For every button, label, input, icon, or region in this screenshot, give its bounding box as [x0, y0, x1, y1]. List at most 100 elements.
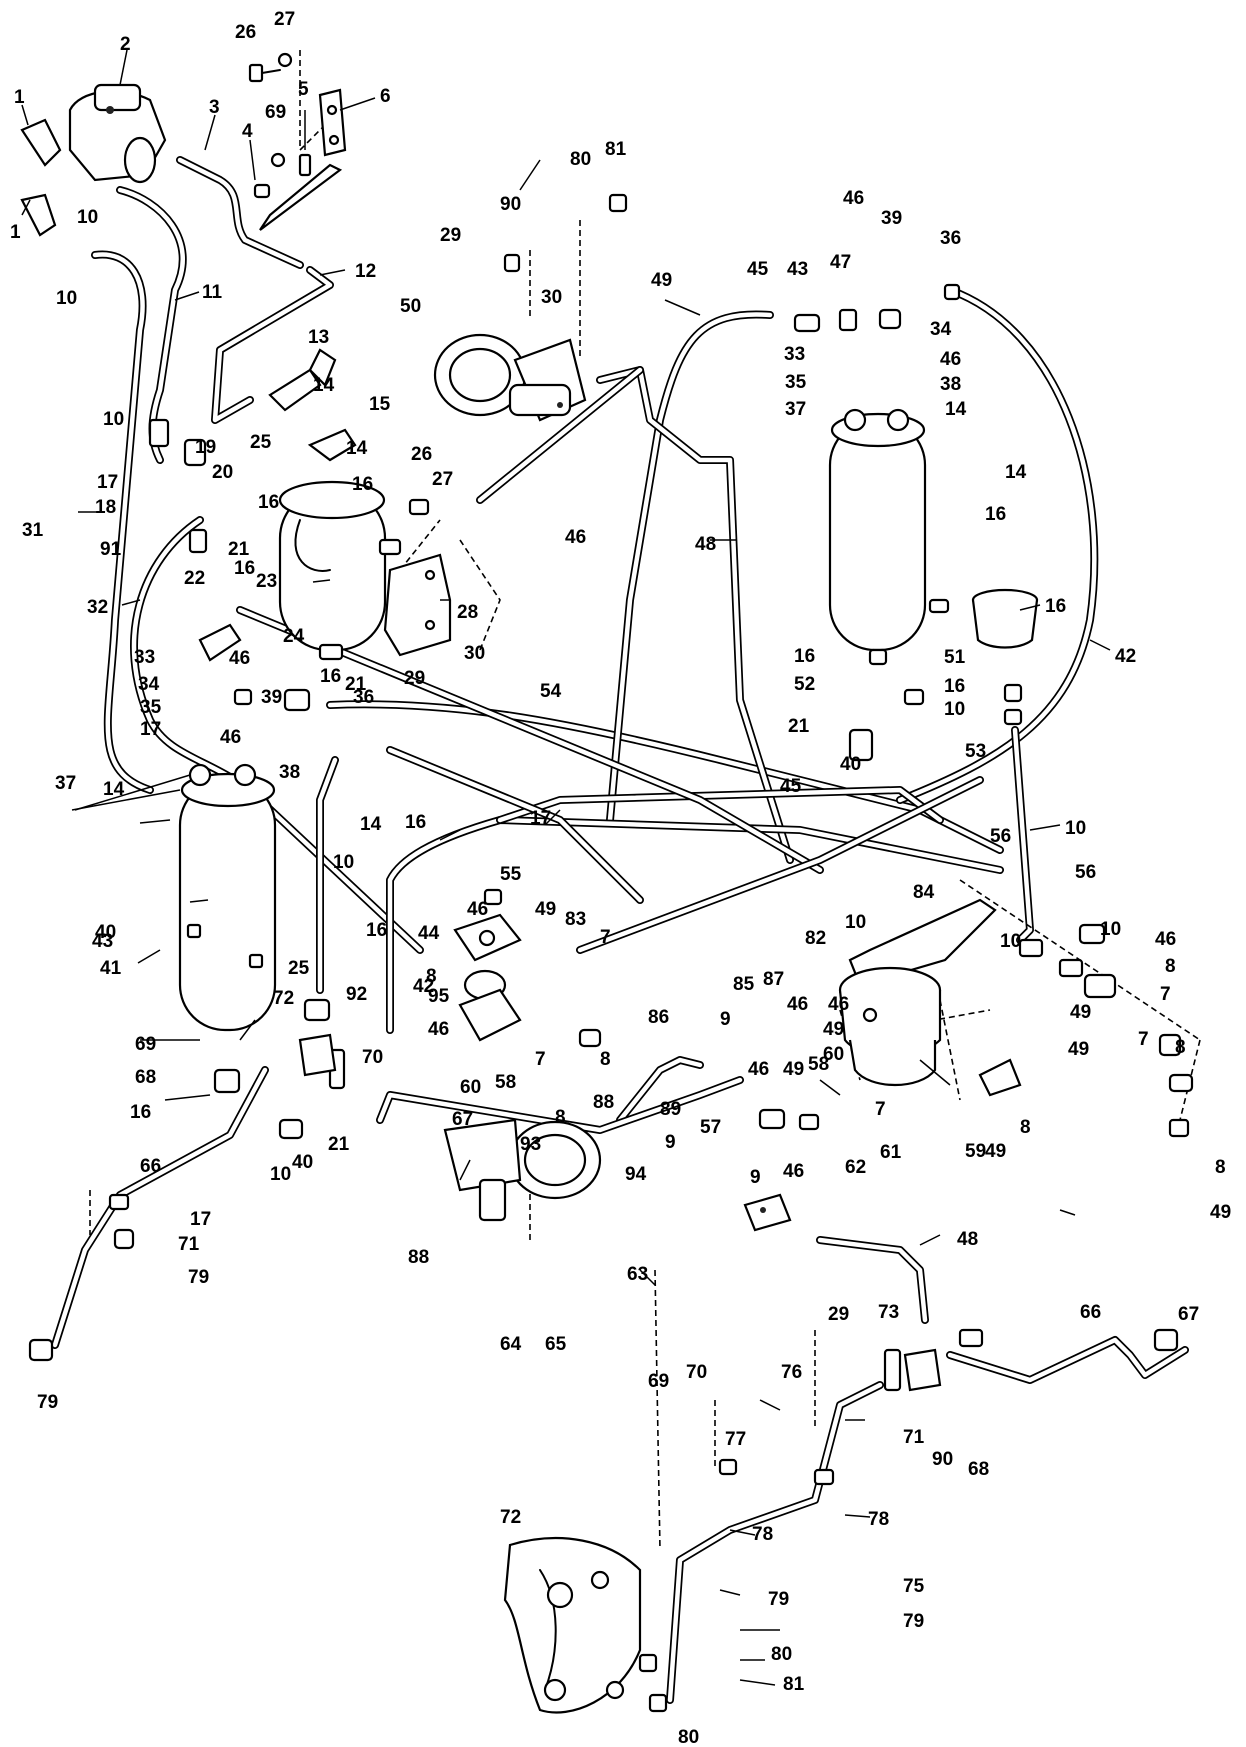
callout: 10	[944, 699, 965, 720]
callout: 10	[103, 409, 124, 430]
air-tank-24	[278, 480, 402, 661]
elbow-15	[307, 428, 357, 462]
callout: 20	[212, 462, 233, 483]
callout: 14	[360, 814, 382, 835]
leader-lines	[21, 49, 1111, 1686]
callout: 46	[783, 1161, 804, 1182]
callout: 80	[771, 1644, 792, 1665]
brake-valve-59	[838, 898, 997, 1087]
callout: 43	[787, 259, 808, 280]
callout: 10	[845, 912, 866, 933]
callout: 92	[346, 984, 367, 1005]
callout: 6	[380, 86, 391, 107]
callout: 14	[346, 438, 368, 459]
callout: 79	[37, 1392, 58, 1413]
callout: 58	[495, 1072, 516, 1093]
callout: 9	[750, 1167, 761, 1188]
callout: 16	[320, 666, 341, 687]
callout: 69	[265, 102, 286, 123]
callout: 30	[541, 287, 562, 308]
callout: 67	[1178, 1304, 1199, 1325]
callout: 49	[1068, 1039, 1089, 1060]
tee-67	[883, 1348, 942, 1392]
callout: 80	[678, 1727, 699, 1747]
brake-chamber-48-top	[433, 333, 587, 422]
callout: 58	[808, 1054, 829, 1075]
callout: 17	[190, 1209, 211, 1230]
bolt-26	[248, 52, 293, 83]
callout: 70	[686, 1362, 707, 1383]
callout: 10	[56, 288, 77, 309]
callout: 7	[535, 1049, 546, 1070]
callout: 15	[369, 394, 391, 415]
callout: 9	[665, 1132, 676, 1153]
callout: 78	[752, 1524, 773, 1545]
callout: 11	[202, 282, 223, 303]
callout: 4	[242, 121, 253, 142]
callout: 38	[940, 374, 961, 395]
callout: 48	[957, 1229, 978, 1250]
callout: 10	[1100, 919, 1121, 940]
callout: 53	[965, 741, 986, 762]
callout: 33	[784, 344, 805, 365]
callout: 46	[748, 1059, 769, 1080]
callout: 78	[868, 1509, 889, 1530]
callout: 84	[913, 882, 935, 903]
callout: 46	[428, 1019, 449, 1040]
callout: 8	[1020, 1117, 1031, 1138]
callout: 54	[540, 681, 562, 702]
bracket-6	[318, 88, 347, 157]
tube-lines	[51, 156, 1189, 1704]
callout: 60	[460, 1077, 481, 1098]
callout: 50	[400, 296, 421, 317]
callout: 17	[530, 808, 551, 829]
callout: 72	[500, 1507, 521, 1528]
callout: 79	[768, 1589, 789, 1610]
callout: 57	[700, 1117, 721, 1138]
callout: 71	[178, 1234, 200, 1255]
callout: 16	[1045, 596, 1066, 617]
callout: 71	[903, 1427, 925, 1448]
callout: 31	[22, 520, 44, 541]
callout: 46	[843, 188, 864, 209]
callout: 46	[229, 648, 250, 669]
callout: 81	[783, 1674, 805, 1695]
callout: 49	[1210, 1202, 1231, 1223]
callout: 47	[830, 252, 851, 273]
callout: 10	[270, 1164, 291, 1185]
callout: 66	[140, 1156, 161, 1177]
callout: 10	[1000, 931, 1021, 952]
callout: 17	[140, 719, 161, 740]
callout: 14	[313, 375, 335, 396]
callout: 65	[545, 1334, 567, 1355]
callout: 67	[452, 1109, 473, 1130]
callout: 24	[283, 626, 305, 647]
callout: 16	[258, 492, 279, 513]
callout: 16	[985, 504, 1006, 525]
callout: 75	[903, 1576, 925, 1597]
callout: 73	[878, 1302, 899, 1323]
callout: 42	[413, 976, 434, 997]
callout: 17	[97, 472, 118, 493]
callout: 49	[823, 1019, 844, 1040]
tee-67-left	[298, 1033, 346, 1090]
callout: 26	[235, 22, 256, 43]
air-tank-right	[828, 408, 927, 666]
callout: 49	[535, 899, 556, 920]
strap	[259, 163, 343, 231]
callout: 25	[250, 432, 272, 453]
callout: 49	[651, 270, 672, 291]
callout: 16	[234, 558, 255, 579]
callout: 82	[805, 928, 826, 949]
callout: 36	[940, 228, 961, 249]
callout: 10	[1065, 818, 1086, 839]
callout: 12	[355, 261, 376, 282]
callout: 19	[195, 437, 216, 458]
callout: 1	[14, 87, 25, 108]
bracket-28	[383, 553, 452, 657]
callout: 61	[880, 1142, 902, 1163]
callout: 39	[261, 687, 282, 708]
callout: 16	[405, 812, 426, 833]
callout: 68	[968, 1459, 989, 1480]
